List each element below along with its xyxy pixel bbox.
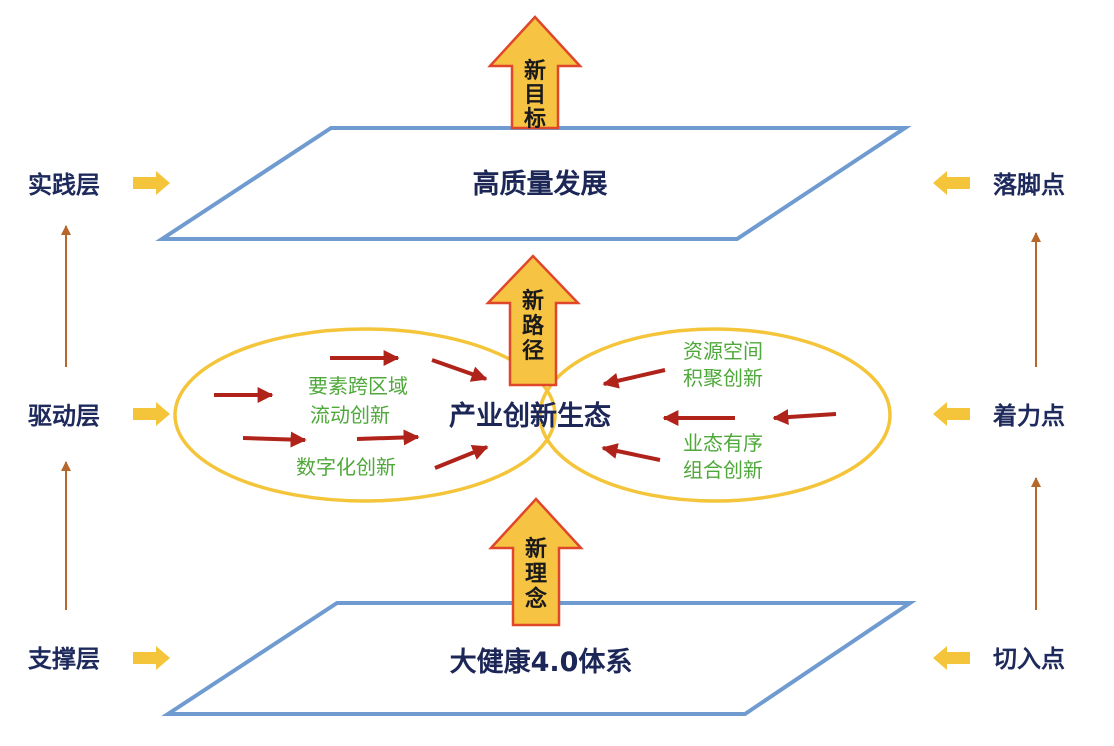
left-layer-support: 支撑层 [28,645,100,673]
right-point-focus: 着力点 [993,402,1065,430]
right-point-entry: 切入点 [993,645,1065,673]
small-arrow-left-bottom [933,646,970,670]
red-arrow-right-4 [601,443,661,462]
arrow-middle-char-2: 路 [522,313,545,339]
bottom-plane-label: 大健康4.0体系 [450,646,633,678]
arrow-top-char-2: 目 [524,82,546,108]
left-ellipse-label-1: 要素跨区域 [308,374,408,398]
arrow-middle-char-3: 径 [522,338,544,364]
right-point-landing: 落脚点 [993,171,1065,199]
big-up-arrow-top [487,15,583,130]
center-label: 产业创新生态 [449,400,611,432]
arrow-bottom-char-1: 新 [525,536,547,562]
left-ellipse-label-2: 流动创新 [310,403,390,427]
right-ellipse-label-2: 积聚创新 [683,366,763,390]
top-plane-label: 高质量发展 [473,168,608,200]
arrow-top-char-1: 新 [524,58,546,84]
right-ellipse-label-3: 业态有序 [683,431,763,455]
right-ellipse [538,327,892,503]
left-ellipse-label-3: 数字化创新 [296,455,396,479]
big-up-arrow-middle [485,254,581,387]
left-layer-practice: 实践层 [28,171,100,199]
arrow-bottom-char-3: 念 [525,586,547,612]
left-ellipse [173,327,557,503]
red-arrow-left-6 [434,444,489,470]
small-arrow-right-middle [133,402,170,426]
red-arrow-left-4 [242,431,307,448]
red-arrow-right-3 [772,409,837,426]
left-layer-drive: 驱动层 [28,402,100,430]
red-arrow-left-3 [431,358,488,382]
arrow-top-char-3: 标 [524,106,546,132]
small-arrow-left-top [933,171,970,195]
small-arrow-right-bottom [133,646,170,670]
bottom-plane [161,601,917,716]
red-arrow-right-1 [602,368,666,389]
right-ellipse-label-4: 组合创新 [683,458,763,482]
top-plane [155,126,912,241]
big-up-arrow-bottom [488,497,584,627]
small-arrow-left-middle [933,402,970,426]
arrow-bottom-char-2: 理 [525,561,547,587]
red-arrow-left-5 [356,429,420,446]
small-arrow-right-top [133,171,170,195]
right-ellipse-label-1: 资源空间 [683,339,763,363]
arrow-middle-char-1: 新 [522,288,544,314]
